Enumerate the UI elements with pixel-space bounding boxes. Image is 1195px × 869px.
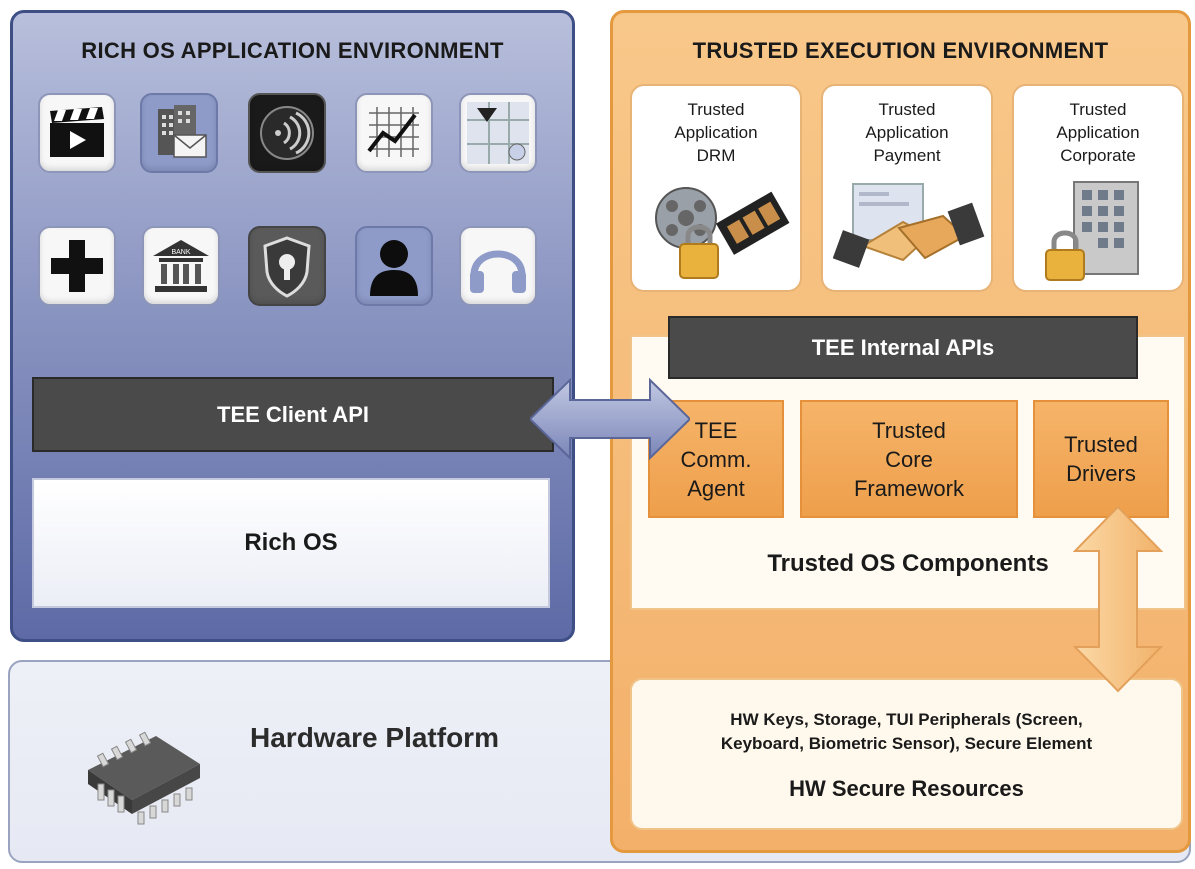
- hw-secure-resources-box: [630, 678, 1183, 830]
- drivers-to-hw-secure-arrow: [1073, 505, 1163, 693]
- plus-icon: [38, 226, 116, 306]
- hw-secure-resources-title: HW Secure Resources: [789, 776, 1024, 801]
- trusted-app-payment-line1: Trusted: [878, 100, 936, 119]
- trusted-core-framework-line3: Framework: [853, 475, 964, 501]
- headphones-icon: [459, 226, 537, 306]
- handshake-icon: [833, 183, 985, 268]
- tee-comm-agent-line2: Comm.: [680, 446, 752, 472]
- trusted-app-drm-line2: Application: [674, 123, 758, 142]
- film-lock-icon: [655, 187, 790, 279]
- user-icon: [355, 226, 433, 306]
- hw-secure-desc-line2: Keyboard, Biometric Sensor), Secure Elem…: [720, 734, 1093, 753]
- tee-comm-agent-line1: TEE: [694, 417, 738, 443]
- hw-secure-desc-line1: HW Keys, Storage, TUI Peripherals (Scree…: [730, 710, 1083, 729]
- trusted-drivers-box: Trusted Drivers: [1033, 400, 1169, 518]
- trusted-os-components-label: Trusted OS Components: [767, 550, 1049, 577]
- tee-comm-agent-line3: Agent: [687, 475, 745, 501]
- trusted-app-corporate-line3: Corporate: [1060, 146, 1136, 165]
- trusted-app-corporate-label: Trusted Application Corporate: [1014, 98, 1182, 167]
- trusted-app-payment-line2: Application: [865, 123, 949, 142]
- trusted-app-payment-card: Trusted Application Payment: [821, 84, 993, 292]
- trusted-drivers-line1: Trusted: [1064, 432, 1138, 457]
- rich-os-box: Rich OS: [32, 478, 550, 608]
- trusted-app-drm-line1: Trusted: [687, 100, 745, 119]
- rich-os-environment-title: RICH OS APPLICATION ENVIRONMENT: [81, 38, 504, 63]
- trusted-app-drm-label: Trusted Application DRM: [632, 98, 800, 167]
- bank-icon: BANK: [142, 226, 220, 306]
- trusted-app-drm-line3: DRM: [696, 146, 736, 165]
- tee-client-api-bar: TEE Client API: [32, 377, 554, 452]
- trusted-app-payment-line3: Payment: [873, 146, 941, 165]
- trusted-app-corporate-line1: Trusted: [1069, 100, 1127, 119]
- tee-internal-apis-bar: TEE Internal APIs: [668, 316, 1138, 379]
- client-api-to-comm-agent-arrow: [530, 378, 690, 460]
- nfc-icon: [248, 93, 326, 173]
- clapperboard-icon: [38, 93, 116, 173]
- hardware-platform-title: Hardware Platform: [250, 722, 499, 753]
- trusted-core-framework-line2: Core: [885, 446, 933, 472]
- trusted-app-corporate-card: Trusted Application Corporate: [1012, 84, 1184, 292]
- map-icon: [459, 93, 537, 173]
- chip-icon: [88, 731, 200, 825]
- trusted-app-payment-label: Trusted Application Payment: [823, 98, 991, 167]
- chart-icon: [355, 93, 433, 173]
- trusted-app-drm-card: Trusted Application DRM: [630, 84, 802, 292]
- trusted-drivers-line2: Drivers: [1066, 461, 1136, 486]
- building-mail-icon: [140, 93, 218, 173]
- trusted-core-framework-box: Trusted Core Framework: [800, 400, 1018, 518]
- tee-title: TRUSTED EXECUTION ENVIRONMENT: [692, 38, 1109, 63]
- shield-lock-icon: [248, 226, 326, 306]
- hw-secure-resources-description: HW Keys, Storage, TUI Peripherals (Scree…: [630, 708, 1183, 756]
- bank-sign-text: BANK: [171, 249, 190, 256]
- trusted-core-framework-line1: Trusted: [872, 417, 946, 443]
- office-lock-icon: [1045, 181, 1139, 281]
- trusted-app-corporate-line2: Application: [1056, 123, 1140, 142]
